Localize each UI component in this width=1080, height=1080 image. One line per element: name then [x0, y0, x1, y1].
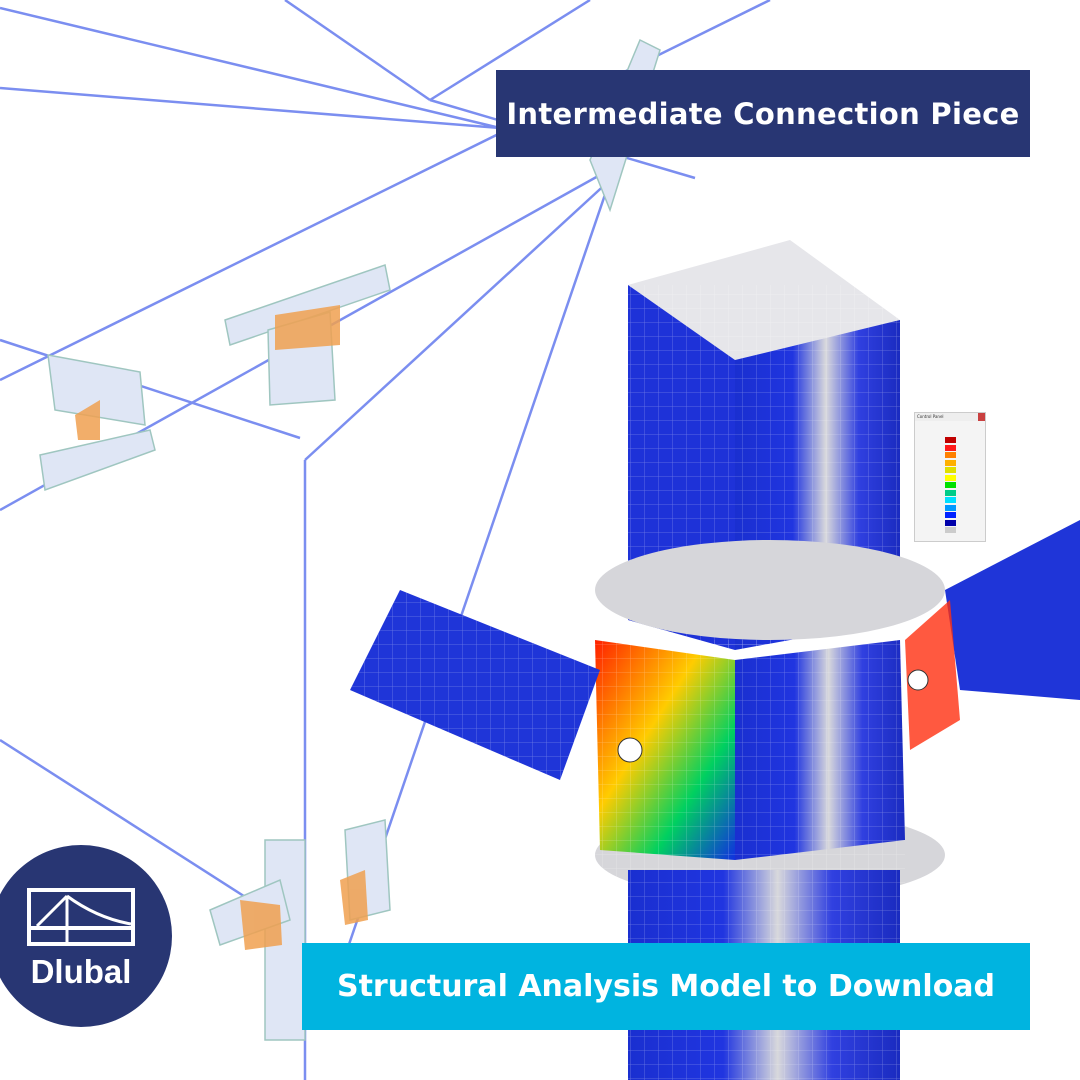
dlubal-logo: Dlubal — [0, 845, 172, 1027]
logo-wordmark: Dlubal — [30, 953, 132, 990]
title-banner: Intermediate Connection Piece — [496, 70, 1030, 157]
connection-plates — [75, 305, 368, 950]
color-scale-swatch — [945, 489, 956, 496]
color-scale-swatch — [945, 482, 956, 488]
download-label: Structural Analysis Model to Download — [336, 969, 996, 1004]
color-scale-swatch — [945, 437, 956, 443]
color-scale-swatch — [945, 474, 956, 481]
control-panel-title: Control Panel — [917, 414, 944, 419]
color-scale-swatch — [945, 497, 956, 503]
color-scale-swatch — [945, 444, 956, 451]
color-scale-swatch — [945, 512, 956, 518]
color-scale-swatch — [945, 467, 956, 473]
color-scale-swatch — [945, 459, 956, 466]
color-scale-swatch — [945, 452, 956, 458]
download-banner[interactable]: Structural Analysis Model to Download — [302, 943, 1030, 1030]
color-scale-swatch — [945, 504, 956, 511]
page-title: Intermediate Connection Piece — [506, 96, 1020, 131]
color-scale-swatch — [945, 527, 956, 533]
color-scale-swatch — [945, 519, 956, 526]
close-icon[interactable] — [978, 413, 985, 421]
fem-column-result — [350, 240, 1080, 1080]
bridge-logo-icon — [27, 888, 135, 946]
control-panel: Control Panel — [914, 412, 986, 542]
